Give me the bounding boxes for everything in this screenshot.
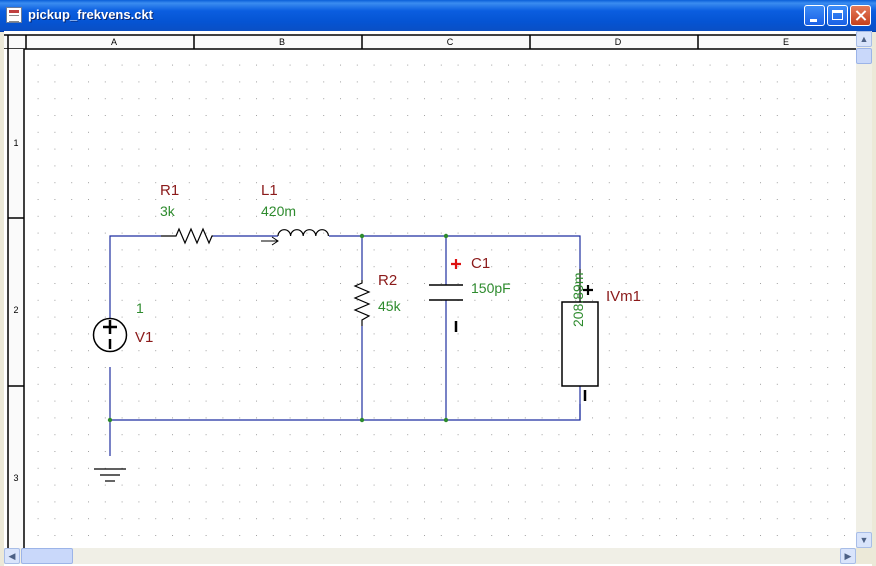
scroll-left-button[interactable]: ◀: [4, 548, 20, 564]
v1-value: 1: [136, 300, 144, 316]
ivm1-reading: 208.89m: [570, 273, 586, 327]
schematic-window: A B C D E 1 2 3: [4, 31, 872, 566]
column-ruler: A B C D E: [4, 31, 856, 50]
row-label-1: 1: [13, 138, 18, 148]
inductor-l1[interactable]: L1 420m: [261, 182, 329, 246]
resistor-r1[interactable]: R1 3k: [160, 182, 213, 245]
maximize-icon: [832, 10, 843, 20]
inductor-icon: [277, 229, 329, 237]
resistor-r2[interactable]: R2 45k: [353, 272, 402, 326]
current-arrow-icon: [261, 236, 279, 246]
wires: [109, 235, 581, 456]
r2-value: 45k: [378, 298, 402, 314]
horizontal-scrollbar[interactable]: ◀ ▶: [4, 548, 856, 564]
r1-name: R1: [160, 182, 179, 199]
capacitor-c1[interactable]: C1 150pF: [429, 255, 511, 332]
scroll-up-button[interactable]: ▲: [856, 31, 872, 47]
ammeter-ivm1[interactable]: IVm1 208.89m: [561, 269, 641, 401]
r2-name: R2: [378, 272, 397, 289]
window-title: pickup_frekvens.ckt: [28, 7, 154, 22]
schematic-document-icon: [6, 7, 22, 23]
vertical-scrollbar[interactable]: ▲ ▼: [856, 31, 872, 548]
voltage-source-v1[interactable]: 1 V1: [92, 300, 154, 353]
plus-polarity-icon: [103, 320, 117, 334]
column-label-d: D: [615, 37, 622, 47]
l1-value: 420m: [261, 203, 296, 219]
schematic-canvas[interactable]: A B C D E 1 2 3: [4, 31, 856, 548]
row-ruler: 1 2 3: [4, 35, 25, 548]
horizontal-scroll-thumb[interactable]: [21, 548, 73, 564]
voltage-source-icon: [92, 317, 128, 353]
resistor-icon: [353, 280, 371, 326]
close-icon: [851, 6, 870, 25]
minimize-icon: [810, 19, 817, 22]
row-label-2: 2: [13, 305, 18, 315]
resistor-icon: [161, 227, 213, 245]
r1-value: 3k: [160, 203, 176, 219]
column-label-b: B: [279, 37, 285, 47]
row-label-3: 3: [13, 473, 18, 483]
vertical-scroll-thumb[interactable]: [856, 48, 872, 64]
ground-icon: [94, 468, 126, 482]
scroll-right-button[interactable]: ▶: [840, 548, 856, 564]
scroll-down-button[interactable]: ▼: [856, 532, 872, 548]
l1-name: L1: [261, 182, 278, 199]
c1-value: 150pF: [471, 280, 511, 296]
maximize-button[interactable]: [827, 5, 848, 26]
title-bar[interactable]: pickup_frekvens.ckt: [0, 0, 876, 32]
column-label-e: E: [783, 37, 789, 47]
column-label-c: C: [447, 37, 454, 47]
close-button[interactable]: [850, 5, 871, 26]
scrollbar-corner: [856, 548, 872, 564]
junctions: [107, 233, 449, 423]
column-label-a: A: [111, 37, 117, 47]
minimize-button[interactable]: [804, 5, 825, 26]
plus-polarity-icon: [583, 285, 593, 295]
c1-name: C1: [471, 255, 490, 272]
v1-name: V1: [135, 329, 153, 346]
ivm1-name: IVm1: [606, 288, 641, 305]
plus-polarity-icon: [451, 259, 461, 269]
